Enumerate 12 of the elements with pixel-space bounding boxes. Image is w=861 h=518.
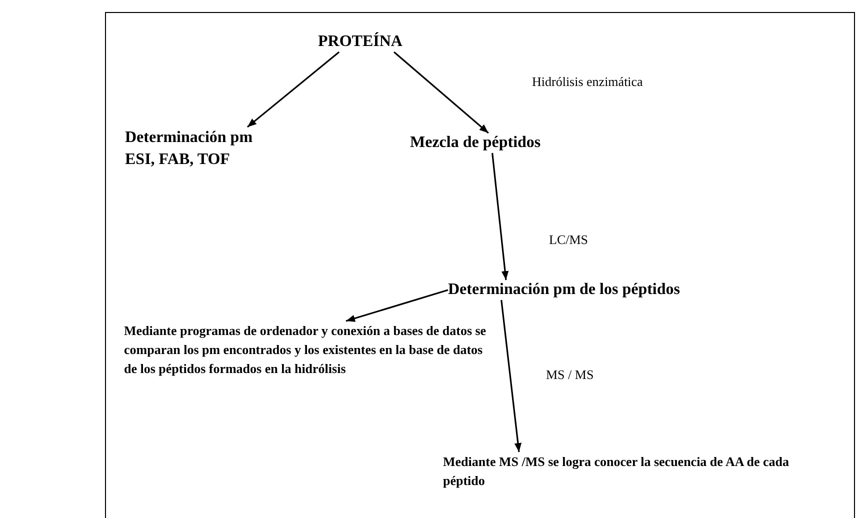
node-text: Mediante programas de ordenador y conexión a bases de datos se comparan los pm encontrados y los existentes en la base de datos de los péptidos formados en la hidrólisis: [124, 322, 488, 378]
node-text: PROTEÍNA: [318, 32, 402, 52]
node-text: Mediante MS /MS se logra conocer la secuencia de AA de cada péptido: [443, 453, 790, 490]
node-text: ESI, FAB, TOF: [125, 150, 231, 170]
arrow: [500, 300, 522, 452]
node-text: Determinación pm de los péptidos: [448, 280, 680, 300]
node-text: Determinación pm: [125, 128, 253, 148]
arrow: [246, 51, 340, 128]
node-text: Mezcla de péptidos: [410, 133, 541, 153]
arrow: [346, 289, 448, 322]
arrow: [393, 51, 489, 134]
arrow: [492, 152, 509, 280]
